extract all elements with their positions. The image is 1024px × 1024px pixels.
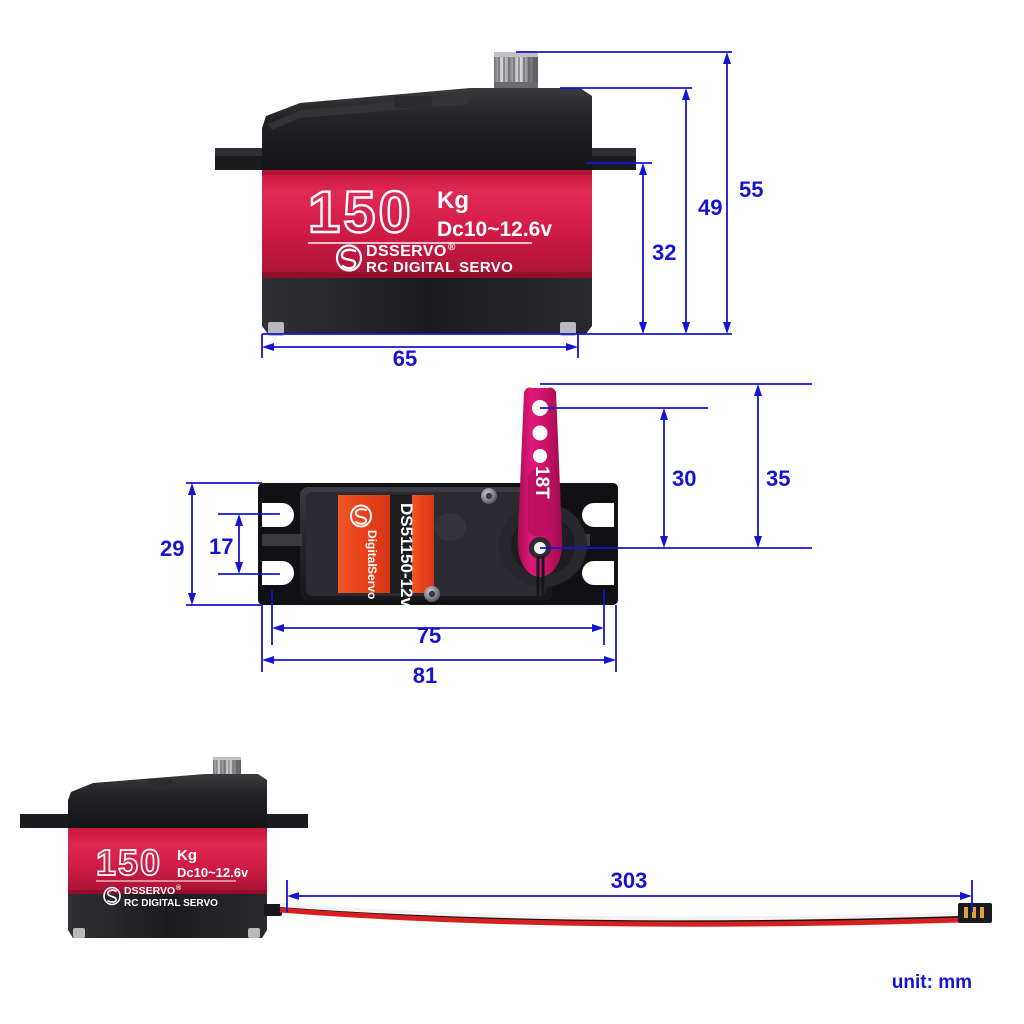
- servo-foot-right-small: [248, 928, 260, 938]
- brand-name-side: DSSERVO: [366, 243, 447, 260]
- case-nub: [394, 96, 432, 108]
- servo-foot-left-small: [73, 928, 85, 938]
- dim-label-32: 32: [652, 240, 676, 265]
- dim-label-55: 55: [739, 177, 763, 202]
- servo-foot-right: [560, 322, 576, 336]
- mount-holes: [262, 503, 614, 585]
- output-shaft-icon: [494, 52, 538, 88]
- servo-horn: 18T: [517, 387, 563, 600]
- servo-foot-left: [268, 322, 284, 336]
- top-dimension-lines: [186, 383, 812, 672]
- label-digital: Digital: [365, 530, 379, 567]
- servo-upper-case-small: [68, 774, 267, 828]
- dim-label-29: 29: [160, 536, 184, 561]
- horn-hole-2: [532, 425, 548, 441]
- servo-top-body: DS51150-12v Digital Servo: [258, 387, 618, 608]
- servo-red-band-small: [68, 828, 267, 894]
- dim-label-17: 17: [209, 534, 233, 559]
- side-branding: 150 Kg Dc10~12.6v DSSERVO ® RC DIGITAL S…: [307, 179, 553, 276]
- model-number: DS51150-12v: [397, 503, 416, 608]
- servo-side-body: 150 Kg Dc10~12.6v DSSERVO ® RC DIGITAL S…: [215, 52, 636, 336]
- mount-flange-right-small: [267, 814, 308, 828]
- dim-label-81: 81: [413, 663, 437, 688]
- dsservo-logo-icon: [335, 244, 363, 272]
- model-label: DS51150-12v Digital Servo: [338, 495, 434, 608]
- dim-label-35: 35: [766, 466, 790, 491]
- voltage-small: Dc10~12.6v: [177, 865, 249, 880]
- servo-connector: [958, 903, 992, 923]
- brand-name-small: DSSERVO: [124, 885, 175, 897]
- label-servo: Servo: [365, 566, 379, 599]
- tagline-small: RC DIGITAL SERVO: [124, 898, 218, 909]
- servo-red-band: [262, 170, 592, 278]
- torque-unit-small: Kg: [177, 847, 197, 864]
- torque-unit-side: Kg: [437, 187, 469, 214]
- servo-lower-case-small: [68, 894, 267, 938]
- servo-cable: [264, 903, 992, 927]
- dim-label-65: 65: [393, 346, 417, 371]
- cable-grommet: [264, 904, 282, 916]
- tagline-side: RC DIGITAL SERVO: [366, 259, 513, 276]
- cable-dimension-lines: [286, 880, 973, 912]
- unit-note: unit: mm: [892, 972, 972, 993]
- cable-view-branding: 150 Kg Dc10~12.6v DSSERVO ® RC DIGITAL S…: [95, 841, 249, 909]
- dim-label-30: 30: [672, 466, 696, 491]
- servo-lower-case: [262, 278, 592, 334]
- voltage-side: Dc10~12.6v: [437, 218, 552, 241]
- dsservo-logo-cable-icon: [103, 886, 121, 906]
- case-nub-small: [148, 779, 172, 787]
- dim-label-303: 303: [611, 868, 648, 893]
- rail-left: [262, 534, 302, 546]
- dim-label-49: 49: [698, 195, 722, 220]
- dim-label-75: 75: [417, 623, 441, 648]
- brand-mark-small: ®: [176, 884, 182, 892]
- horn-hole-3: [533, 449, 547, 463]
- servo-cable-body: 150 Kg Dc10~12.6v DSSERVO ® RC DIGITAL S…: [20, 757, 992, 938]
- torque-value-small: 150: [96, 842, 162, 883]
- mount-flange-left-small: [20, 814, 68, 828]
- torque-value-side: 150: [308, 180, 414, 245]
- side-dimension-lines: [261, 51, 732, 358]
- case-boss: [434, 513, 466, 541]
- dsservo-logo-small-icon: [350, 504, 372, 528]
- spline-label: 18T: [531, 466, 552, 499]
- brand-mark-side: ®: [448, 242, 456, 253]
